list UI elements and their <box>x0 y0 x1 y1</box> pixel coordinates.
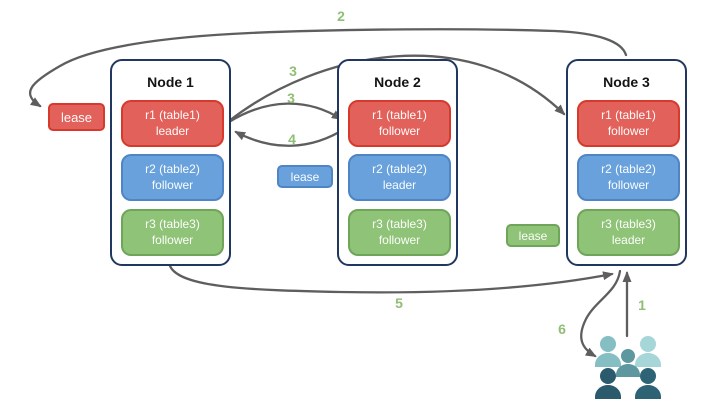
replica-name: r1 (table1) <box>145 107 200 122</box>
replica-name: r2 (table2) <box>601 161 656 176</box>
arrow-step-3-to-node2 <box>227 102 343 124</box>
replica-role: leader <box>155 123 190 138</box>
arrow-step-5 <box>168 264 614 294</box>
replica-name: r3 (table3) <box>601 216 656 231</box>
lease-badge-r2: lease <box>277 165 333 188</box>
lease-badge-r1: lease <box>48 103 105 131</box>
replica-role: follower <box>378 232 421 247</box>
replica-name: r3 (table3) <box>145 216 200 231</box>
node1-replica-r2: r2 (table2) follower <box>121 154 224 201</box>
person-icon <box>595 368 621 399</box>
replica-role: follower <box>151 232 194 247</box>
node2-replica-r2: r2 (table2) leader <box>348 154 451 201</box>
replica-role: leader <box>611 232 646 247</box>
step-label-1: 1 <box>638 297 646 313</box>
replica-name: r1 (table1) <box>601 107 656 122</box>
arrow-step-3-to-node3 <box>227 54 566 123</box>
node2-replica-r1: r1 (table1) follower <box>348 100 451 147</box>
replica-role: follower <box>607 123 650 138</box>
node-3-title: Node 3 <box>603 74 650 90</box>
step-label-2: 2 <box>337 8 345 24</box>
person-icon <box>635 368 661 399</box>
replica-name: r3 (table3) <box>372 216 427 231</box>
replica-name: r2 (table2) <box>145 161 200 176</box>
node-3-box: Node 3 r1 (table1) follower r2 (table2) … <box>566 59 687 266</box>
node-1-box: Node 1 r1 (table1) leader r2 (table2) fo… <box>110 59 231 266</box>
node1-replica-r1: r1 (table1) leader <box>121 100 224 147</box>
person-icon <box>616 349 640 377</box>
step-label-3b: 3 <box>287 90 295 106</box>
replica-role: follower <box>378 123 421 138</box>
step-label-4: 4 <box>288 131 296 147</box>
node3-replica-r3: r3 (table3) leader <box>577 209 680 256</box>
node3-replica-r1: r1 (table1) follower <box>577 100 680 147</box>
replica-name: r1 (table1) <box>372 107 427 122</box>
person-icon <box>635 336 661 367</box>
arrow-step-6 <box>580 269 622 358</box>
arrow-step-4 <box>234 126 348 147</box>
node3-replica-r2: r2 (table2) follower <box>577 154 680 201</box>
step-label-5: 5 <box>395 295 403 311</box>
node-1-title: Node 1 <box>147 74 194 90</box>
node-2-title: Node 2 <box>374 74 421 90</box>
replica-role: follower <box>607 177 650 192</box>
replica-role: leader <box>382 177 417 192</box>
step-label-6: 6 <box>558 321 566 337</box>
replica-name: r2 (table2) <box>372 161 427 176</box>
replica-role: follower <box>151 177 194 192</box>
step-label-3a: 3 <box>289 63 297 79</box>
arrow-step-2 <box>28 28 628 108</box>
node1-replica-r3: r3 (table3) follower <box>121 209 224 256</box>
node2-replica-r3: r3 (table3) follower <box>348 209 451 256</box>
node-2-box: Node 2 r1 (table1) follower r2 (table2) … <box>337 59 458 266</box>
users-group-icon <box>595 336 661 399</box>
person-icon <box>595 336 621 367</box>
lease-badge-r3: lease <box>506 224 560 247</box>
